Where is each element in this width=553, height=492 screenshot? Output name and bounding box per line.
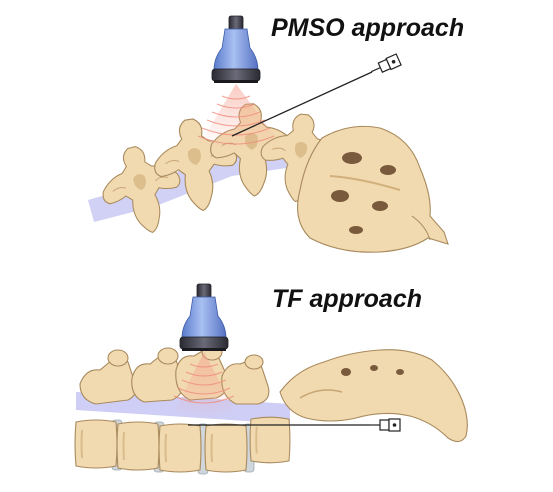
needle-icon: [231, 53, 402, 137]
pmso-panel: [88, 15, 449, 253]
sacrum: [297, 125, 449, 253]
sacrum-lateral: [279, 349, 468, 443]
panel-title-pmso: PMSO approach: [271, 14, 465, 42]
ultrasound-wave-icon: [196, 84, 286, 150]
needle-icon-bottom: [188, 418, 401, 432]
ultrasound-wave-icon-bottom: [170, 352, 240, 420]
ultrasound-probe-icon-bottom: [179, 283, 229, 352]
ultrasound-probe-icon: [211, 15, 261, 84]
panel-title-tf: TF approach: [272, 285, 423, 313]
posterior-elements: [79, 343, 270, 405]
tf-panel: [74, 283, 468, 475]
